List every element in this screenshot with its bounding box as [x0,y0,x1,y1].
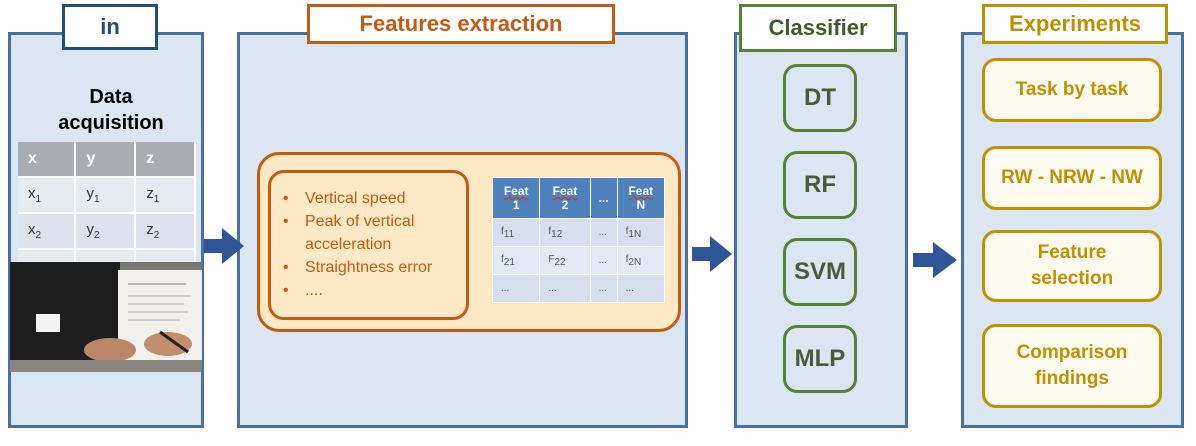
table-row: f11 f12 ... f1N [491,218,666,247]
arrow-right-icon [204,228,244,264]
list-item: Peak of vertical acceleration [283,210,466,256]
list-item: .... [283,279,466,302]
table-row: x1 y1 z1 [18,177,196,214]
table-cell: z2 [135,213,196,250]
table-cell: ... [589,246,618,275]
header-cell: x [18,142,77,178]
experiments-title: Experiments [982,4,1168,44]
data-acquisition-heading: Data acquisition [58,86,164,134]
tablet-writing-illustration [10,262,202,372]
header-cell: ... [589,177,618,219]
table-cell: f1N [616,218,666,247]
table-cell: F22 [539,246,591,275]
table-cell: x2 [18,213,77,250]
classifier-title: Classifier [739,4,897,52]
header-cell: z [135,142,196,178]
table-cell: ... [589,218,618,247]
table-cell: f21 [491,246,541,275]
classifier-dt: DT [783,64,857,132]
classifier-mlp: MLP [783,325,857,393]
experiment-feature-selection: Feature selection [982,230,1162,302]
table-cell: y1 [75,177,137,214]
table-cell: f11 [491,218,541,247]
experiment-rw-nrw-nw: RW - NRW - NW [982,146,1162,210]
header-cell: y [75,142,137,178]
acquisition-photo [10,262,202,372]
table-row: x2 y2 z2 [18,213,196,250]
experiment-task-by-task: Task by task [982,58,1162,122]
arrow-right-icon [913,242,957,278]
table-cell: ... [491,274,541,303]
classifier-svm: SVM [783,238,857,306]
table-cell: f12 [539,218,591,247]
experiment-comparison-findings: Comparison findings [982,324,1162,408]
table-cell: x1 [18,177,77,214]
table-cell: ... [539,274,591,303]
table-cell: z1 [135,177,196,214]
table-cell: ... [589,274,618,303]
list-item: Vertical speed [283,187,466,210]
features-list: Vertical speed Peak of vertical accelera… [271,173,466,302]
table-cell: f2N [616,246,666,275]
list-item: Straightness error [283,256,466,279]
table-header-row: x y z [18,142,196,178]
input-title: in [62,4,158,50]
arrow-right-icon [692,236,732,272]
classifier-rf: RF [783,151,857,219]
table-cell: y2 [75,213,137,250]
features-list-box: Vertical speed Peak of vertical accelera… [268,170,469,320]
table-cell: ... [616,274,666,303]
table-row: f21 F22 ... f2N [491,246,666,275]
table-row: ... ... ... ... [491,274,666,303]
features-title: Features extraction [307,4,615,44]
